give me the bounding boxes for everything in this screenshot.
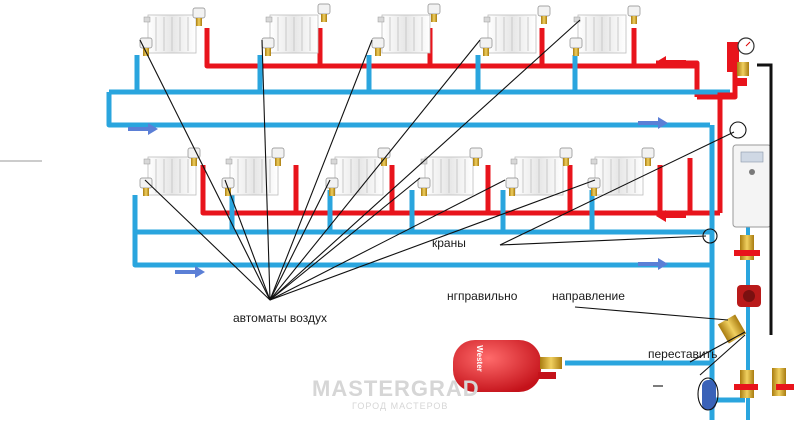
- flow-arrow: [638, 258, 668, 270]
- swap-label: переставить: [648, 347, 718, 361]
- lower-supply-pipe: [200, 158, 720, 216]
- upper-return-pipe: [106, 55, 730, 128]
- pointer-lines: [0, 19, 747, 411]
- cable: [757, 63, 773, 335]
- lower-radiators: [139, 147, 655, 197]
- flow-arrow: [656, 56, 686, 68]
- air-vents-label: автоматы воздух: [233, 311, 327, 325]
- lower-return-pipe: [132, 190, 712, 268]
- electric-boiler: [732, 144, 772, 228]
- flow-arrow: [175, 266, 205, 278]
- flow-arrow: [638, 117, 668, 129]
- strainer: [717, 314, 747, 344]
- direction-label: направление: [552, 289, 625, 303]
- supply-flow-arrows: [656, 56, 686, 222]
- flow-arrows: [128, 117, 668, 278]
- wrong-label: нгправильно: [447, 289, 518, 303]
- flow-arrow: [128, 123, 158, 135]
- check-valve: [702, 380, 716, 410]
- boiler-supply-riser: [717, 70, 738, 213]
- flow-arrow: [656, 210, 686, 222]
- valves-label: краны: [432, 236, 466, 250]
- pump-group: [717, 235, 794, 398]
- safety-group: [727, 37, 755, 86]
- watermark: MASTERGRAD: [312, 376, 480, 401]
- watermark-subtitle: ГОРОД МАСТЕРОВ: [352, 401, 449, 411]
- tank-brand: Wester: [474, 345, 484, 372]
- upper-radiators: [139, 3, 641, 57]
- expansion-tank: [453, 340, 562, 392]
